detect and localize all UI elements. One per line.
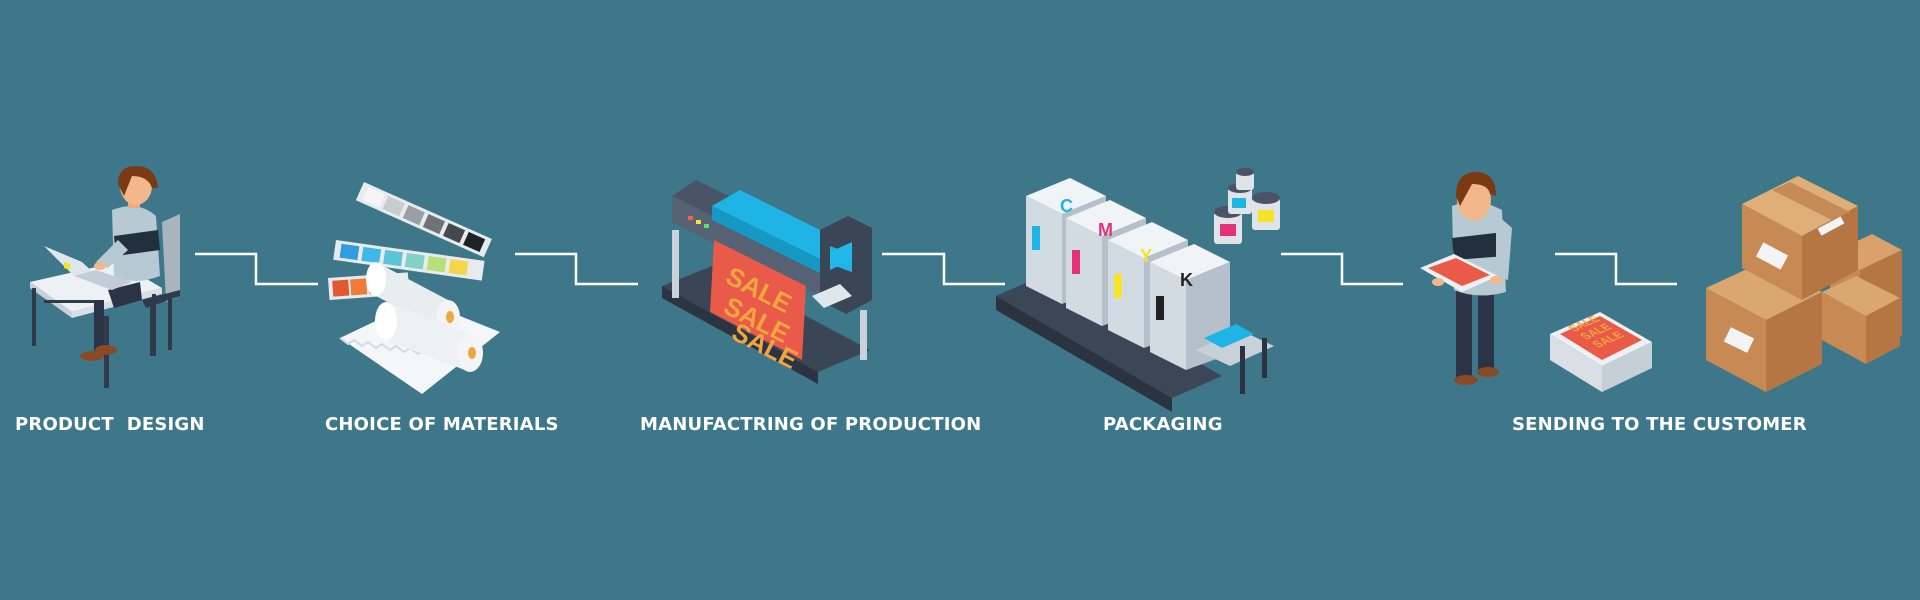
connector-2 — [515, 252, 638, 286]
step-label-sending-to-customer: SENDING TO THE CUSTOMER — [1512, 414, 1807, 435]
connector-1 — [195, 252, 318, 286]
color-swatches-and-paper-rolls-icon — [328, 182, 500, 394]
connector-5 — [1555, 252, 1677, 286]
step-label-choice-of-materials: CHOICE OF MATERIALS — [325, 414, 559, 435]
cmyk-press-machine-icon: C M Y K — [996, 168, 1280, 412]
connector-4 — [1281, 252, 1403, 286]
designer-at-laptop-icon — [30, 166, 180, 388]
large-format-printer-icon: SALE SALE SALE — [662, 180, 872, 384]
connector-3 — [882, 252, 1005, 286]
printed-sheets-stack-icon: SALE SALE SALE — [1550, 312, 1652, 392]
channel-k-label: K — [1180, 270, 1193, 290]
worker-holding-print-icon — [1420, 172, 1512, 385]
ink-cans — [1214, 168, 1280, 244]
connectors — [195, 252, 1677, 286]
step-label-product-design: PRODUCT DESIGN — [15, 414, 205, 435]
cardboard-boxes-icon — [1706, 176, 1902, 392]
channel-y-label: Y — [1140, 246, 1152, 266]
channel-c-label: C — [1060, 196, 1073, 216]
step-label-manufacturing: MANUFACTRING OF PRODUCTION — [640, 414, 982, 435]
step-label-packaging: PACKAGING — [1103, 414, 1223, 435]
channel-m-label: M — [1098, 220, 1113, 240]
